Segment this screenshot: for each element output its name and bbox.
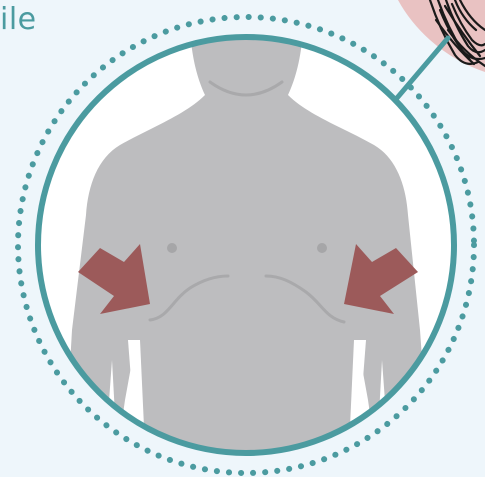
magnifier-inset bbox=[397, 0, 485, 98]
left-nipple bbox=[167, 243, 177, 253]
magnifier-connector bbox=[397, 38, 448, 98]
right-nipple bbox=[317, 243, 327, 253]
